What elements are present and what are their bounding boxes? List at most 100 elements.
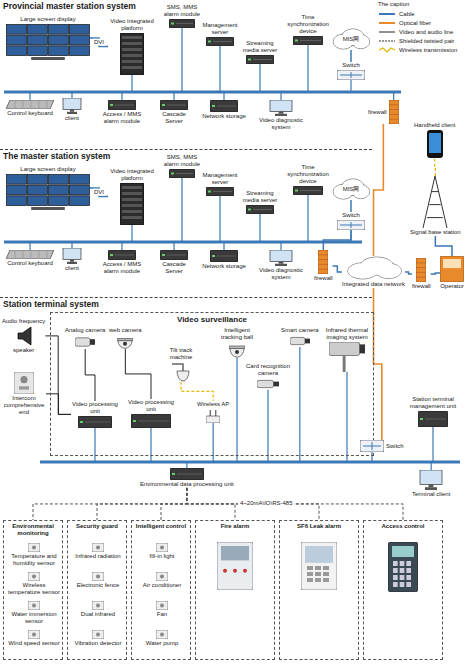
device-label: Handheld client xyxy=(414,122,455,129)
sensor-icon xyxy=(156,601,168,610)
op-device: Operator xyxy=(440,256,464,290)
sensor-icon xyxy=(92,543,104,552)
sensor-device: Air conditioner xyxy=(135,572,189,589)
bus-drop xyxy=(259,64,260,92)
switch-device: Switch xyxy=(337,62,365,80)
device-label: MIS网 xyxy=(343,186,360,193)
device-label: Network storage xyxy=(200,113,248,120)
bus-drop xyxy=(71,242,72,248)
device-label: Dual infrared xyxy=(71,611,125,618)
device-label: Integrated data network xyxy=(342,281,405,288)
dome-icon xyxy=(117,335,133,349)
device-label: Electronic fence xyxy=(71,582,125,589)
bus-drop xyxy=(307,195,308,242)
sensor-icon xyxy=(156,630,168,639)
bus-drop xyxy=(393,92,394,100)
bus-drop xyxy=(223,242,224,250)
legend-row: Shielded twisted pair xyxy=(378,38,454,45)
sensor-icon xyxy=(156,543,168,552)
bus-drop xyxy=(131,75,132,92)
monitor-device: Terminal client xyxy=(412,470,450,498)
device-label: Large screen display xyxy=(20,16,75,23)
bus-drop xyxy=(213,423,214,462)
network-bus xyxy=(40,461,460,464)
legend-row: Cable xyxy=(378,11,415,18)
fw-device: firewall xyxy=(368,100,399,124)
bus-drop xyxy=(173,242,174,250)
device-label: Fan xyxy=(135,611,189,618)
box-device: Management server xyxy=(198,172,242,196)
device-label: Control keyboard xyxy=(7,110,53,117)
device-label: Cascade Server xyxy=(154,261,194,275)
legend-row: Wireless transmission xyxy=(378,47,457,54)
box-icon xyxy=(206,187,234,196)
bus-drop xyxy=(181,178,182,242)
device-label: Station terminal management unit xyxy=(398,396,468,410)
device-label: Time synchronization device xyxy=(286,14,330,35)
fw-device: firewall xyxy=(412,258,431,290)
mgmt-device: Station terminal management unit xyxy=(398,396,468,427)
monitor-icon xyxy=(62,98,82,114)
box-icon xyxy=(169,19,195,28)
box-icon xyxy=(108,100,136,110)
nas-icon xyxy=(210,250,238,262)
phone-device: Handheld client xyxy=(414,122,455,158)
device-label: Air conditioner xyxy=(135,582,189,589)
switch-icon xyxy=(360,440,384,452)
box-icon xyxy=(246,55,274,64)
connector xyxy=(350,50,352,62)
device-label: Terminal client xyxy=(412,491,450,498)
device-label: Management server xyxy=(198,172,242,186)
monitor-device: Video diagnostic system xyxy=(254,250,308,281)
edge-label: DVI xyxy=(93,189,105,196)
bus-drop xyxy=(150,428,151,462)
note-label: 4~20mA\IO\RS-485 xyxy=(238,500,295,507)
cam-icon xyxy=(75,335,95,349)
monitor-icon xyxy=(419,470,443,490)
device-label: Temperature and humidity sensor xyxy=(7,553,61,567)
device-label: Access / MMS alarm module xyxy=(96,261,148,275)
sensor-device: Vibration detector xyxy=(71,630,125,647)
fw-icon xyxy=(389,100,399,124)
legend-text: Shielded twisted pair xyxy=(399,38,454,45)
device-label: Audio frequency xyxy=(2,318,45,325)
sensor-device: Water immersion sensor xyxy=(7,601,61,625)
sensor-device: Wireless temperature sensor xyxy=(7,572,61,596)
cloud-device: MIS网 xyxy=(332,178,370,200)
device-label: Water pump xyxy=(135,640,189,647)
kbd-device: Control keyboard xyxy=(6,100,54,117)
rack-device: Video integrated platform xyxy=(108,168,156,225)
monitor-device: client xyxy=(62,248,82,272)
ap-device: Wireless AP xyxy=(197,401,229,423)
dev-icon xyxy=(293,36,323,45)
connector xyxy=(405,272,412,274)
bus-drop xyxy=(371,452,372,462)
connector xyxy=(90,38,108,46)
group-heading: SF6 Leak alarm xyxy=(280,521,358,532)
connector xyxy=(323,230,351,250)
ap-icon xyxy=(206,409,220,423)
bus-drop xyxy=(432,427,433,462)
box-icon xyxy=(206,37,234,46)
group-heading: Security guard xyxy=(68,521,126,532)
bus-drop xyxy=(280,242,281,250)
device-label: Wind speed sensor xyxy=(7,640,61,647)
bus-drop xyxy=(267,390,268,462)
device-label: client xyxy=(65,115,79,122)
group-box: Station terminal systemVideo surveillanc… xyxy=(0,298,474,664)
device-label: SMS, MMS alarm module xyxy=(160,154,204,168)
device-label: Video integrated platform xyxy=(108,168,156,182)
sensor-icon xyxy=(28,601,40,610)
bus-drop xyxy=(131,225,132,242)
access-icon xyxy=(388,542,418,592)
group-box: SF6 Leak alarm xyxy=(279,520,359,660)
cam-device: Card recognition camera xyxy=(245,363,291,390)
group-box: Intelligent controlfill-in lightAir cond… xyxy=(131,520,191,660)
device-label: Video processing unit xyxy=(125,399,177,413)
device-label: Card recognition camera xyxy=(245,363,291,377)
mgmt-icon xyxy=(418,411,448,427)
dev-device: Time synchronization device xyxy=(286,164,330,195)
device-label: Large screen display xyxy=(20,166,75,173)
device-label: Time synchronization device xyxy=(286,164,330,185)
